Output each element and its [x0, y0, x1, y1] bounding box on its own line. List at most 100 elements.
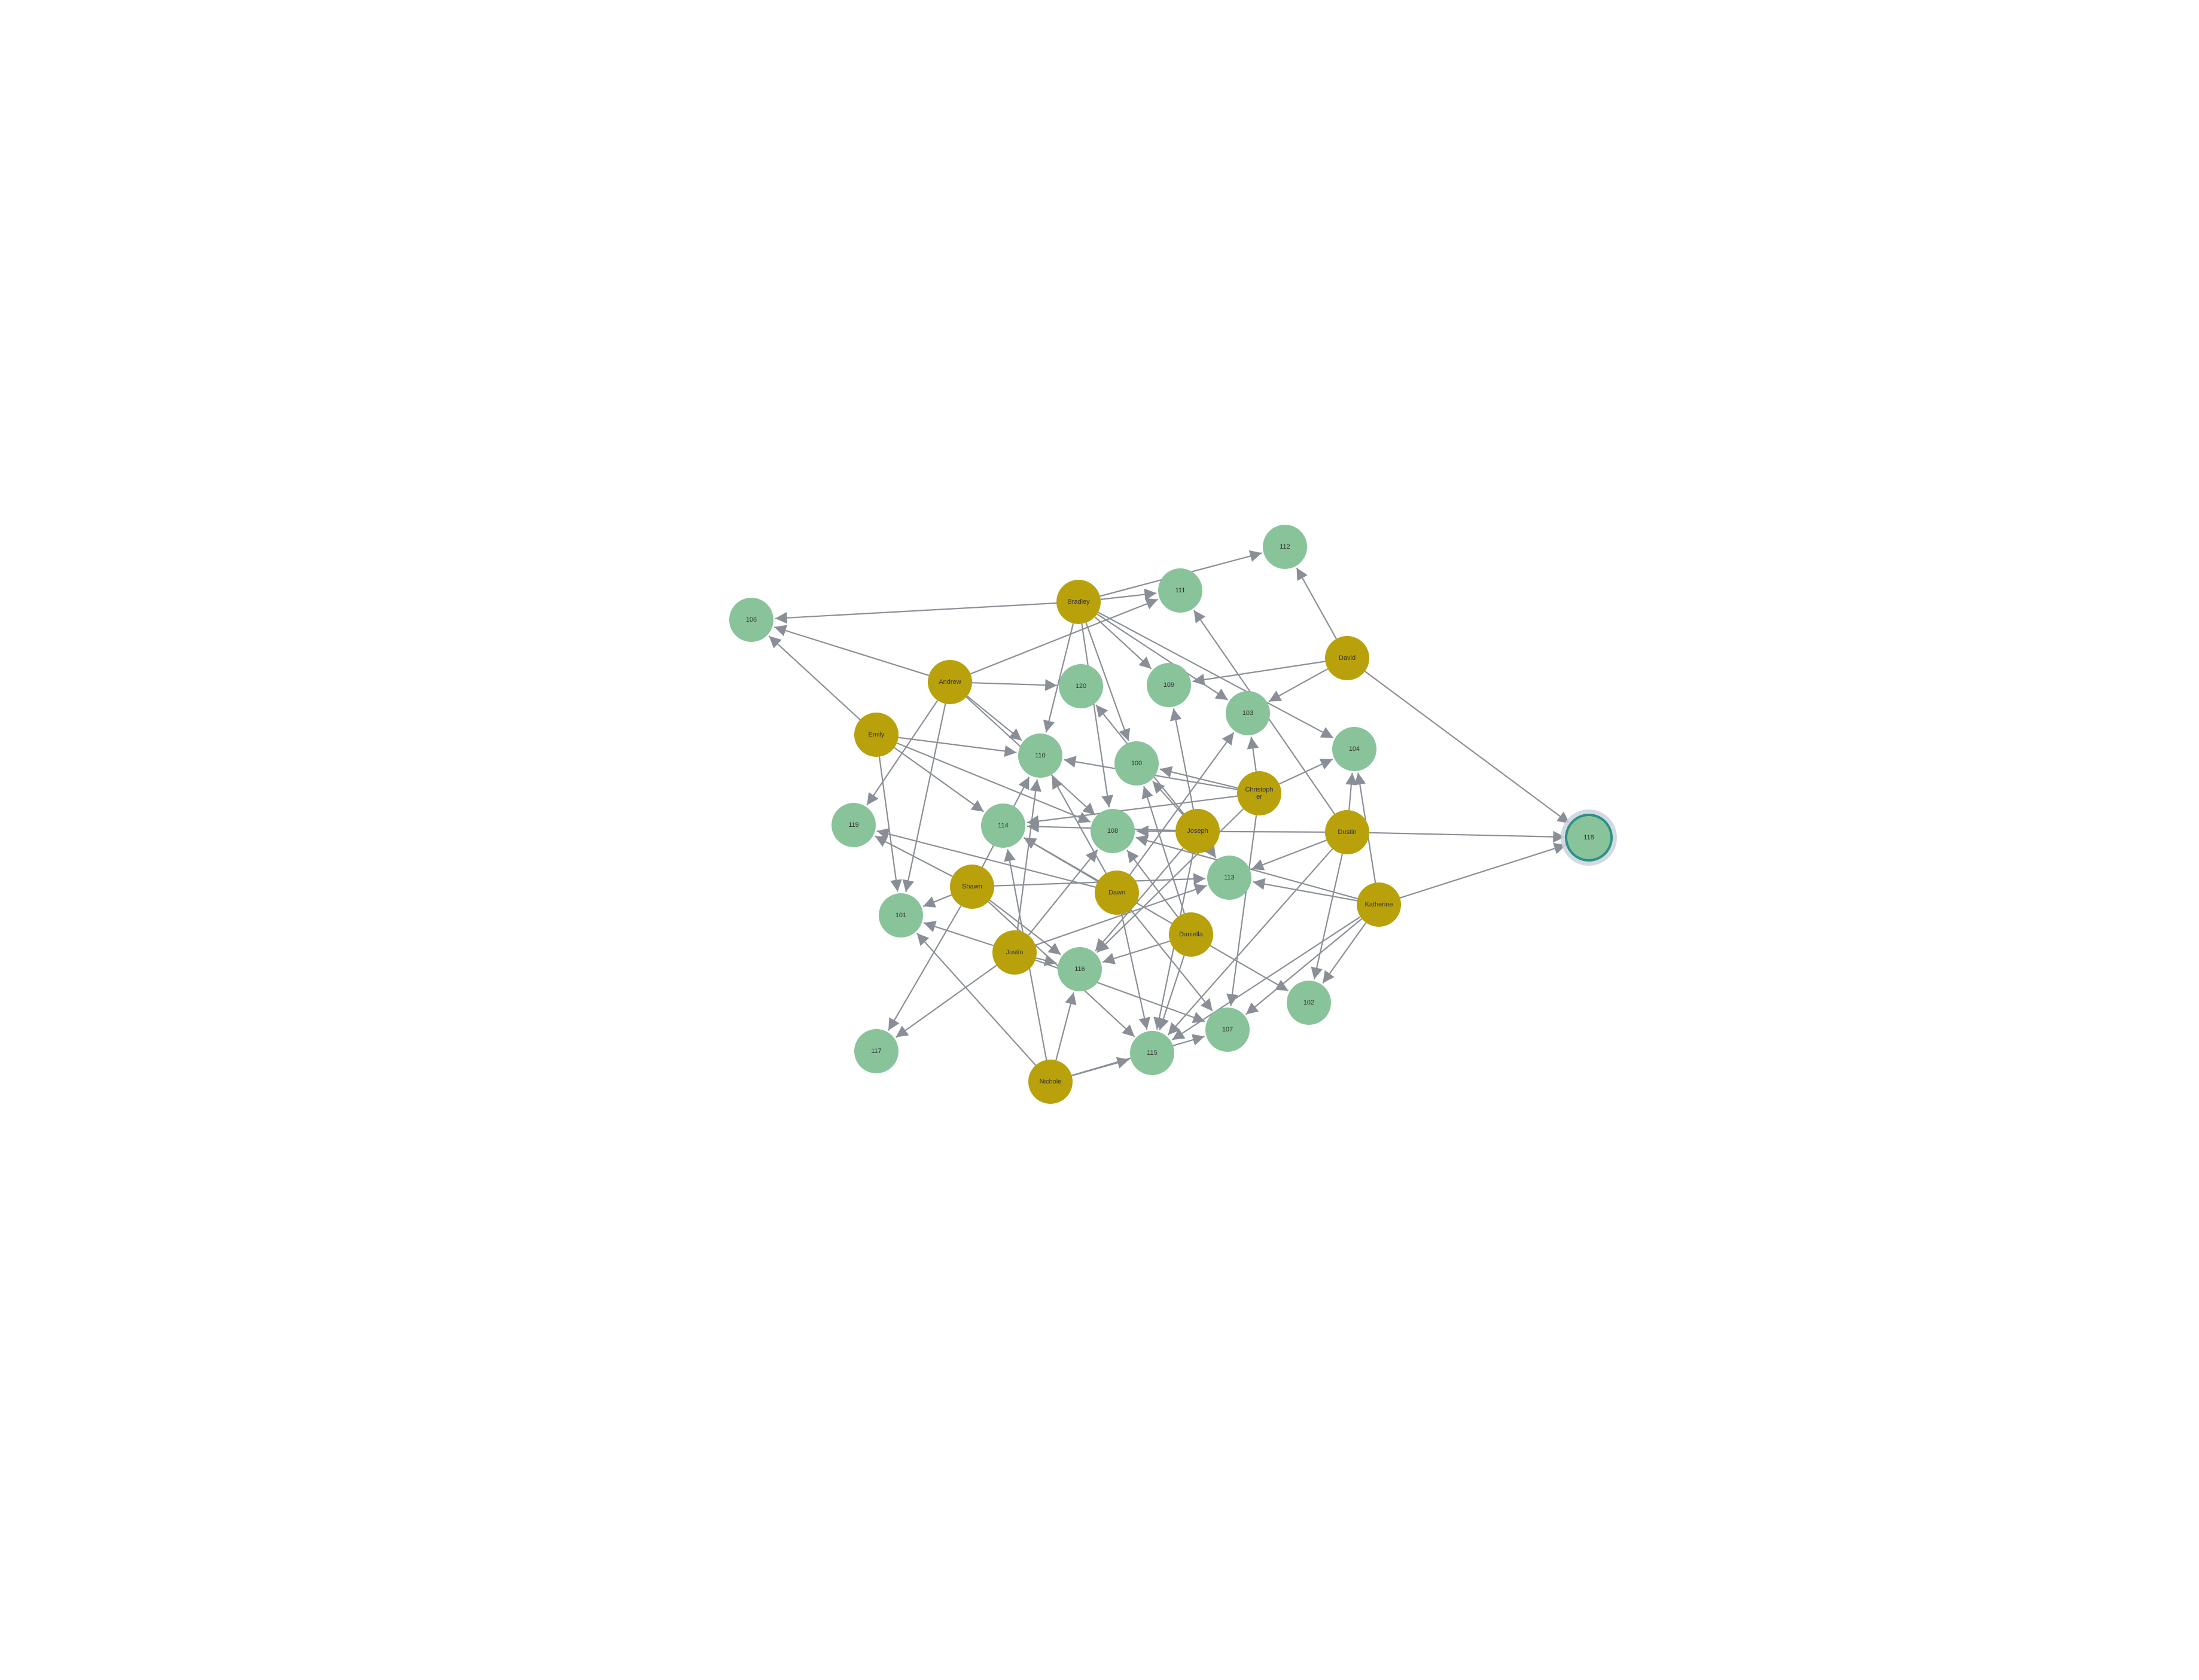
node-114[interactable]: 114 — [981, 804, 1025, 848]
node-label: Justin — [1006, 949, 1024, 956]
node-label: 104 — [1349, 745, 1360, 753]
node-circle — [879, 893, 923, 938]
node-113[interactable]: 113 — [1207, 856, 1251, 900]
node-circle — [981, 804, 1025, 848]
node-daniella[interactable]: Daniella — [1169, 912, 1213, 957]
node-justin[interactable]: Justin — [992, 930, 1037, 975]
edge-daniella-to-100 — [1141, 786, 1185, 914]
node-label: Joseph — [1187, 827, 1208, 835]
edge-andrew-to-120 — [971, 679, 1058, 691]
node-116[interactable]: 116 — [1058, 947, 1102, 991]
edge-shawn-to-119 — [874, 835, 953, 877]
node-label: Dawn — [1108, 889, 1125, 896]
edge-katherine-to-118 — [1399, 842, 1567, 899]
node-111[interactable]: 111 — [1158, 568, 1202, 613]
node-dustin[interactable]: Dustin — [1325, 810, 1369, 854]
node-emily[interactable]: Emily — [854, 713, 899, 757]
node-112[interactable]: 112 — [1263, 525, 1307, 569]
node-label: 120 — [1076, 683, 1086, 690]
edge-dawn-to-115 — [1120, 914, 1150, 1030]
node-circle — [1263, 525, 1307, 569]
node-circle — [1028, 1060, 1073, 1104]
node-label: 108 — [1107, 827, 1118, 835]
node-109[interactable]: 109 — [1147, 663, 1191, 707]
node-circle — [854, 1029, 899, 1073]
edge-christopher-to-103 — [1247, 736, 1259, 772]
node-118[interactable]: 118 — [1561, 809, 1617, 866]
node-label: Nichole — [1040, 1078, 1062, 1085]
edge-katherine-to-107 — [1245, 918, 1363, 1015]
node-label: 103 — [1242, 710, 1253, 717]
edge-emily-to-108 — [896, 742, 1091, 823]
node-label: 102 — [1303, 999, 1314, 1006]
edge-justin-to-108 — [1028, 849, 1098, 936]
node-dawn[interactable]: Dawn — [1095, 871, 1139, 915]
edge-daniella-to-115 — [1158, 955, 1185, 1031]
node-circle — [1205, 1008, 1250, 1052]
edge-bradley-to-106 — [775, 602, 1057, 624]
node-label: 117 — [871, 1048, 882, 1055]
node-circle — [1357, 882, 1401, 927]
edge-shawn-to-117 — [888, 905, 962, 1031]
node-circle — [1332, 727, 1376, 771]
node-circle — [1207, 856, 1251, 900]
node-nichole[interactable]: Nichole — [1028, 1060, 1073, 1104]
node-label: 110 — [1035, 752, 1046, 759]
edges-layer — [768, 550, 1570, 1076]
node-110[interactable]: 110 — [1018, 734, 1062, 778]
edge-bradley-to-110 — [1043, 623, 1074, 733]
edge-emily-to-114 — [894, 747, 985, 812]
edge-david-to-112 — [1296, 567, 1337, 640]
node-circle — [1325, 810, 1369, 854]
node-circle — [1059, 664, 1103, 708]
node-label: 101 — [896, 912, 906, 919]
node-label: 118 — [1583, 834, 1594, 841]
node-circle — [1226, 691, 1270, 735]
node-108[interactable]: 108 — [1091, 809, 1135, 853]
edge-dustin-to-102 — [1311, 853, 1343, 980]
edge-emily-to-106 — [768, 635, 861, 720]
node-103[interactable]: 103 — [1226, 691, 1270, 735]
node-circle — [1091, 809, 1135, 853]
edge-emily-to-101 — [878, 756, 902, 892]
node-andrew[interactable]: Andrew — [928, 660, 972, 704]
node-label: 107 — [1222, 1026, 1233, 1033]
node-shawn[interactable]: Shawn — [950, 865, 994, 909]
node-119[interactable]: 119 — [832, 803, 876, 847]
node-label: 109 — [1164, 681, 1174, 689]
node-joseph[interactable]: Joseph — [1175, 809, 1220, 853]
edge-daniella-to-108 — [1126, 850, 1178, 918]
node-117[interactable]: 117 — [854, 1029, 899, 1073]
node-label: 112 — [1280, 543, 1290, 550]
node-circle — [1169, 912, 1213, 957]
node-120[interactable]: 120 — [1059, 664, 1103, 708]
edge-dustin-to-115 — [1167, 848, 1333, 1036]
edge-christopher-to-107 — [1226, 815, 1257, 1006]
edge-katherine-to-113 — [1253, 878, 1357, 902]
node-100[interactable]: 100 — [1114, 741, 1159, 786]
edge-christopher-to-114 — [1027, 795, 1238, 827]
node-102[interactable]: 102 — [1287, 981, 1331, 1025]
edge-david-to-109 — [1192, 661, 1326, 686]
node-label: 115 — [1147, 1049, 1158, 1057]
node-circle — [1325, 636, 1369, 680]
edge-dustin-to-104 — [1345, 772, 1357, 811]
edge-dawn-to-119 — [876, 828, 1096, 888]
node-label: Andrew — [939, 678, 961, 686]
edge-shawn-to-116 — [989, 899, 1061, 955]
node-circle — [832, 803, 876, 847]
node-107[interactable]: 107 — [1205, 1008, 1250, 1052]
node-katherine[interactable]: Katherine — [1357, 882, 1401, 927]
node-bradley[interactable]: Bradley — [1056, 580, 1101, 624]
node-circle — [1567, 816, 1610, 859]
edge-bradley-to-100 — [1085, 622, 1131, 741]
node-104[interactable]: 104 — [1332, 727, 1376, 771]
node-circle — [729, 598, 773, 642]
node-circle — [950, 865, 994, 909]
node-101[interactable]: 101 — [879, 893, 923, 938]
node-david[interactable]: David — [1325, 636, 1369, 680]
node-106[interactable]: 106 — [729, 598, 773, 642]
node-115[interactable]: 115 — [1130, 1031, 1174, 1075]
